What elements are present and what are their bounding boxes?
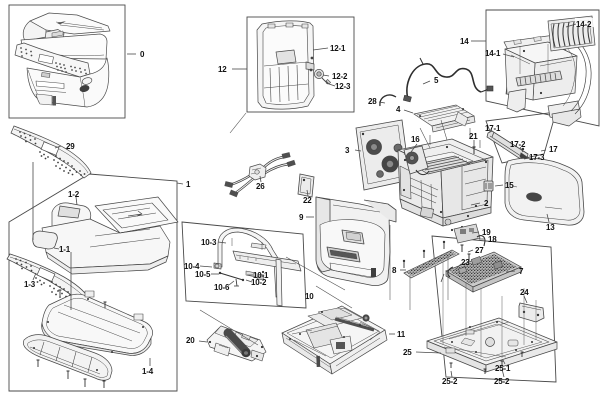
svg-text:17-3: 17-3 bbox=[529, 153, 545, 162]
svg-text:10-4: 10-4 bbox=[184, 262, 200, 271]
svg-text:28: 28 bbox=[368, 97, 377, 106]
svg-text:25-2: 25-2 bbox=[442, 377, 458, 386]
svg-text:23: 23 bbox=[461, 258, 470, 267]
svg-text:25: 25 bbox=[403, 348, 412, 357]
svg-text:9: 9 bbox=[299, 213, 304, 222]
svg-text:10-2: 10-2 bbox=[251, 278, 267, 287]
svg-text:26: 26 bbox=[256, 182, 265, 191]
svg-text:10: 10 bbox=[305, 292, 314, 301]
svg-text:4: 4 bbox=[396, 105, 401, 114]
svg-text:21: 21 bbox=[469, 132, 478, 141]
svg-text:1-3: 1-3 bbox=[24, 280, 36, 289]
svg-text:10-6: 10-6 bbox=[214, 283, 230, 292]
svg-text:1-1: 1-1 bbox=[59, 245, 71, 254]
svg-text:17: 17 bbox=[549, 145, 558, 154]
svg-text:13: 13 bbox=[546, 223, 555, 232]
svg-text:7: 7 bbox=[519, 267, 524, 276]
svg-text:24: 24 bbox=[520, 288, 529, 297]
svg-text:12-3: 12-3 bbox=[335, 82, 351, 91]
svg-text:14: 14 bbox=[460, 37, 469, 46]
svg-text:10-5: 10-5 bbox=[195, 270, 211, 279]
svg-text:20: 20 bbox=[186, 336, 195, 345]
svg-text:5: 5 bbox=[434, 76, 439, 85]
svg-text:27: 27 bbox=[475, 246, 484, 255]
svg-text:10-1: 10-1 bbox=[253, 271, 269, 280]
svg-text:14-1: 14-1 bbox=[485, 49, 501, 58]
svg-text:19: 19 bbox=[482, 228, 491, 237]
svg-text:2: 2 bbox=[484, 199, 489, 208]
svg-text:16: 16 bbox=[411, 135, 420, 144]
svg-text:0: 0 bbox=[140, 50, 145, 59]
svg-text:1-2: 1-2 bbox=[68, 190, 80, 199]
svg-text:22: 22 bbox=[303, 196, 312, 205]
svg-text:15: 15 bbox=[505, 181, 514, 190]
svg-text:12-2: 12-2 bbox=[332, 72, 348, 81]
svg-text:8: 8 bbox=[392, 266, 397, 275]
svg-text:11: 11 bbox=[397, 330, 406, 339]
svg-text:18: 18 bbox=[488, 235, 497, 244]
svg-text:14-2: 14-2 bbox=[576, 20, 592, 29]
svg-text:12-1: 12-1 bbox=[330, 44, 346, 53]
svg-text:1: 1 bbox=[186, 180, 191, 189]
svg-text:25-2: 25-2 bbox=[494, 377, 510, 386]
svg-text:25-1: 25-1 bbox=[495, 364, 511, 373]
svg-text:12: 12 bbox=[218, 65, 227, 74]
svg-text:29: 29 bbox=[66, 142, 75, 151]
svg-text:3: 3 bbox=[345, 146, 350, 155]
svg-text:1-4: 1-4 bbox=[142, 367, 154, 376]
svg-text:17-2: 17-2 bbox=[510, 140, 526, 149]
svg-text:10-3: 10-3 bbox=[201, 238, 217, 247]
svg-text:17-1: 17-1 bbox=[485, 124, 501, 133]
